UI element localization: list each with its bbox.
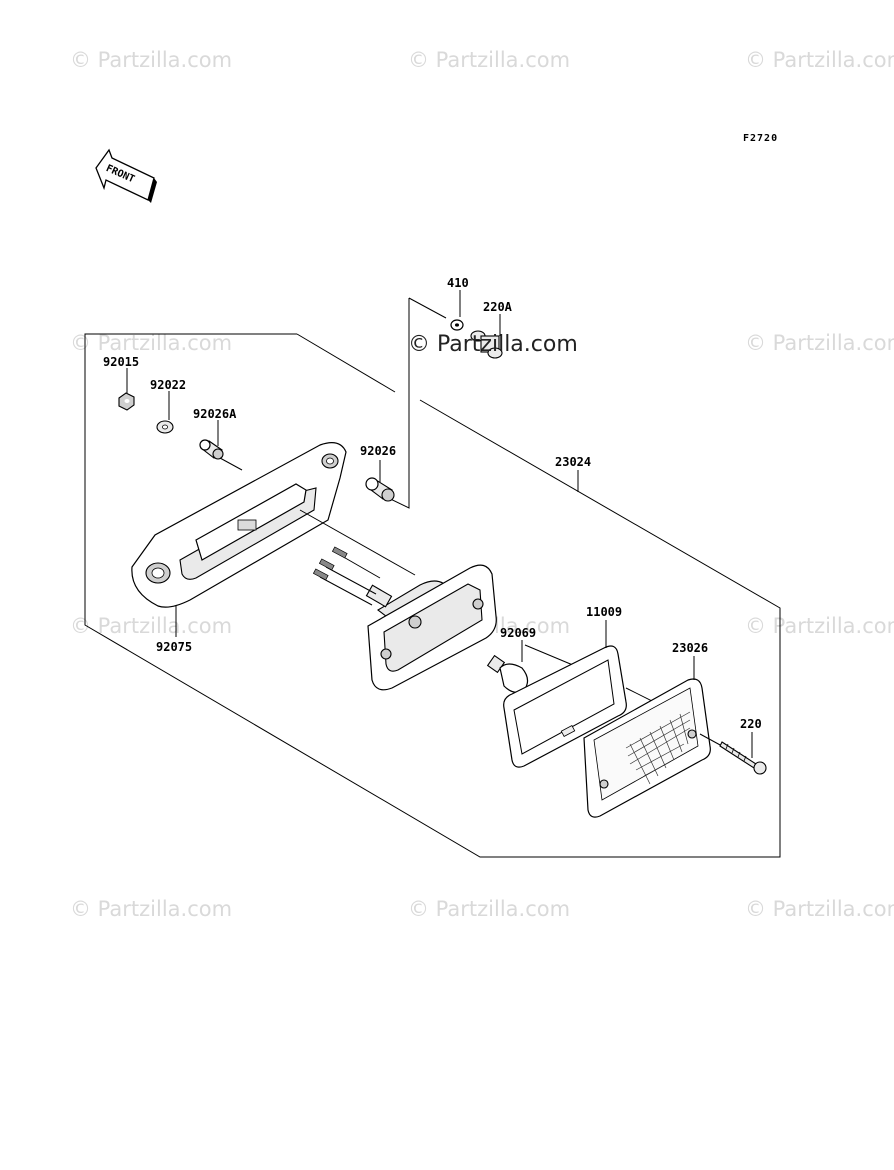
nut-92015 [118, 392, 135, 411]
housing-92075 [131, 442, 347, 608]
watermark: © Partzilla.com [408, 48, 570, 72]
bulb-92069 [486, 654, 529, 693]
screw-220a [470, 330, 503, 359]
watermark: © Partzilla.com [70, 614, 232, 638]
part-label-92022: 92022 [150, 378, 186, 392]
washer-410 [450, 319, 464, 331]
lamp-socket-assembly [312, 546, 497, 691]
part-label-220: 220 [740, 717, 762, 731]
watermark: © Partzilla.com [745, 897, 894, 921]
collar-92026 [365, 477, 395, 502]
part-label-23024: 23024 [555, 455, 591, 469]
watermark: © Partzilla.com [70, 48, 232, 72]
part-label-92026a: 92026A [193, 407, 237, 421]
watermark-layer: © Partzilla.com © Partzilla.com © Partzi… [70, 48, 894, 921]
figure-code: F2720 [743, 133, 778, 144]
watermark: © Partzilla.com [745, 48, 894, 72]
part-label-92069: 92069 [500, 626, 536, 640]
part-label-11009: 11009 [586, 605, 622, 619]
front-arrow-icon: FRONT [95, 148, 157, 203]
gasket-11009 [503, 645, 627, 768]
part-label-23026: 23026 [672, 641, 708, 655]
part-label-410: 410 [447, 276, 469, 290]
part-labels: 410 220A 92015 92022 92026A 92026 23024 … [103, 276, 762, 731]
watermark-center: © Partzilla.com [408, 332, 578, 357]
watermark: © Partzilla.com [745, 331, 894, 355]
screw-220 [719, 741, 767, 775]
lens-23026 [583, 678, 711, 818]
part-label-92026: 92026 [360, 444, 396, 458]
collar-92026a [199, 439, 224, 460]
part-label-92075: 92075 [156, 640, 192, 654]
watermark: © Partzilla.com [70, 897, 232, 921]
part-label-92015: 92015 [103, 355, 139, 369]
watermark: © Partzilla.com [745, 614, 894, 638]
watermark: © Partzilla.com [408, 897, 570, 921]
washer-92022 [156, 420, 174, 434]
watermark: © Partzilla.com [70, 331, 232, 355]
part-label-220a: 220A [483, 300, 513, 314]
lens-grid-pattern [625, 711, 691, 785]
